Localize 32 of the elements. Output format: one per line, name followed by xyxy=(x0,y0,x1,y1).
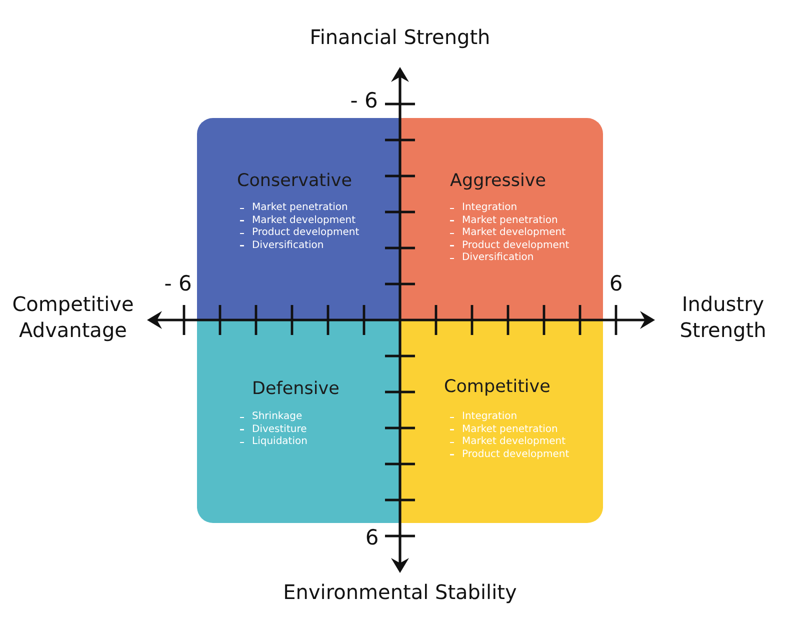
axis-title: Industry Strength xyxy=(678,291,768,343)
axis-title: Competitive Advantage xyxy=(11,291,135,343)
list-item: Shrinkage xyxy=(252,411,302,424)
list-item: Market penetration xyxy=(462,424,558,436)
tick-label: - 6 xyxy=(164,270,192,298)
list-item: Market penetration xyxy=(462,214,558,227)
quadrant-heading: Aggressive xyxy=(450,171,546,191)
list-item: Divestiture xyxy=(252,424,307,436)
quadrant-panel xyxy=(197,118,400,320)
quadrant-panel xyxy=(197,320,400,523)
list-item: Market development xyxy=(462,227,566,240)
list-item: Market development xyxy=(252,214,356,227)
axis-title: Financial Strength xyxy=(310,24,490,50)
quadrant-panel xyxy=(400,118,603,320)
list-item: Market development xyxy=(462,436,566,449)
quadrant-heading: Conservative xyxy=(237,171,352,191)
tick-label: 6 xyxy=(609,270,623,298)
list-item: Integration xyxy=(462,202,518,215)
quadrant-panel xyxy=(400,320,603,523)
list-item: Diversification xyxy=(252,240,324,252)
list-item: Market penetration xyxy=(252,202,348,215)
tick-label: 6 xyxy=(365,524,379,552)
quadrant-heading: Defensive xyxy=(252,379,340,399)
tick-label: - 6 xyxy=(350,87,378,114)
axis-title: Environmental Stability xyxy=(283,579,517,605)
list-item: Product development xyxy=(252,227,360,240)
list-item: Product development xyxy=(462,240,570,252)
list-item: Diversification xyxy=(462,252,534,265)
list-item: Integration xyxy=(462,411,518,424)
list-item: Liquidation xyxy=(252,436,308,449)
list-item: Product development xyxy=(462,448,570,462)
quadrant-heading: Competitive xyxy=(444,377,550,397)
